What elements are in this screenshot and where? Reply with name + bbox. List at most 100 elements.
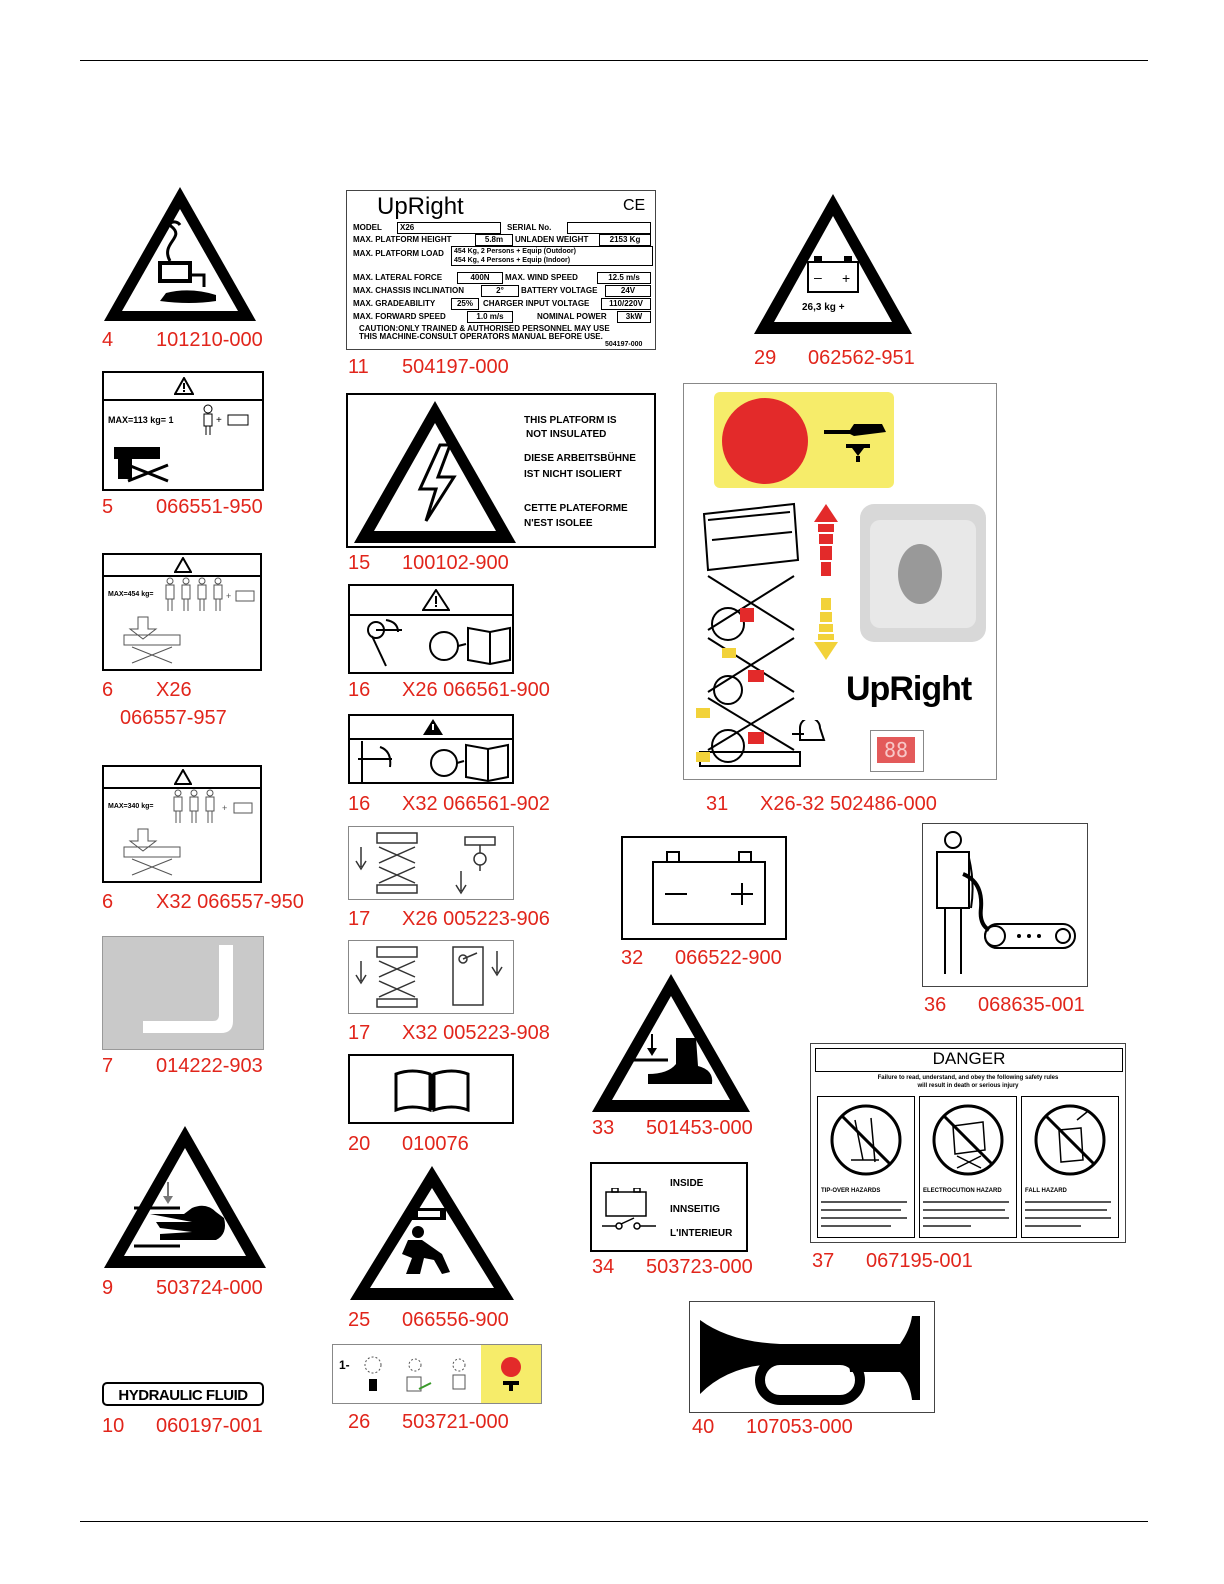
svg-text:–: – <box>814 269 822 285</box>
speed-label: MAX. FORWARD SPEED <box>353 312 446 321</box>
decal-36-lanyard <box>922 823 1088 987</box>
fork-shape <box>143 945 233 1033</box>
serial-value <box>567 222 651 234</box>
warning-icon <box>174 377 194 395</box>
electrocution-panel <box>919 1096 1017 1238</box>
warning-icon <box>174 557 192 573</box>
insulation-de-1: DIESE ARBEITSBÜHNE <box>524 453 636 464</box>
decal-25-crush-hazard <box>346 1162 518 1304</box>
acid-hazard-icon <box>104 187 256 321</box>
model-label: MODEL <box>353 223 382 232</box>
decal-16-x32-manual-lowering <box>348 714 514 784</box>
insulation-de-2: IST NICHT ISOLIERT <box>524 469 622 480</box>
electrocution-heading: ELECTROCUTION HAZARD <box>923 1188 1002 1194</box>
lateral-value: 400N <box>457 272 503 284</box>
tip-over-panel <box>817 1096 915 1238</box>
max-load-text: MAX=113 kg= 1 <box>108 415 174 425</box>
harness-anchor-icon <box>936 831 1076 974</box>
joystick-icon <box>898 544 942 604</box>
scissor-lift-icon <box>696 502 801 767</box>
pull-estop-icon <box>824 424 886 462</box>
insulation-fr-1: CETTE PLATEFORME <box>524 503 628 514</box>
decal-6-x26-capacity: MAX=454 kg= + <box>102 553 262 671</box>
decal-11-serial-plate: UpRight CE MODEL X26 SERIAL No. MAX. PLA… <box>346 190 656 350</box>
max-load-text: MAX=454 kg= <box>108 591 154 598</box>
height-label: MAX. PLATFORM HEIGHT <box>353 235 452 244</box>
crush-hazard-icon <box>350 1166 514 1300</box>
decal-10-hydraulic-fluid: HYDRAULIC FLUID <box>102 1382 264 1406</box>
decal-9-hand-crush <box>100 1122 270 1272</box>
decal-17-x26-lowering <box>348 826 514 900</box>
caution-line-2: THIS MACHINE-CONSULT OPERATORS MANUAL BE… <box>359 332 603 341</box>
battery-weight-text: 26,3 kg + <box>802 302 845 313</box>
svg-text:+: + <box>842 270 850 286</box>
decal-37-danger: DANGER Failure to read, understand, and … <box>810 1043 1126 1243</box>
decal-20-manual <box>348 1054 514 1124</box>
model-value: X26 <box>397 222 501 234</box>
caution-line-1: CAUTION:ONLY TRAINED & AUTHORISED PERSON… <box>359 324 610 333</box>
hydraulic-fluid-text: HYDRAULIC FLUID <box>118 1387 248 1404</box>
svg-text:+: + <box>222 803 227 813</box>
weight-label: UNLADEN WEIGHT <box>515 235 589 244</box>
svg-text:+: + <box>226 591 231 601</box>
estop-button-icon <box>722 398 808 484</box>
serial-label: SERIAL No. <box>507 223 552 232</box>
manual-book-icon <box>394 1069 470 1113</box>
brand-logo: UpRight <box>846 670 972 708</box>
decal-17-x32-lowering <box>348 940 514 1014</box>
wind-value: 12.5 m/s <box>597 272 651 284</box>
warning-icon <box>174 769 192 785</box>
ce-mark: CE <box>623 197 646 214</box>
decal-4-acid-warning <box>100 183 260 325</box>
svg-text:+: + <box>216 415 222 426</box>
four-person-capacity-icon: + <box>123 577 255 664</box>
incl-value: 2° <box>481 285 519 297</box>
inside-en: INSIDE <box>670 1178 704 1189</box>
load-values: 454 Kg, 2 Persons + Equip (Outdoor)454 K… <box>451 246 653 266</box>
battery-weight-icon: – + <box>754 194 912 334</box>
plate-part-number: 504197-000 <box>605 341 643 348</box>
decal-6-x26-label-2: 066557-957 <box>120 707 227 729</box>
danger-header: DANGER <box>815 1048 1123 1072</box>
inside-fr: L'INTERIEUR <box>670 1228 733 1239</box>
decal-29-battery-weight: – + 26,3 kg + <box>750 190 916 338</box>
prohibition-icons <box>830 1104 1106 1176</box>
decal-7-fork <box>102 936 264 1050</box>
decal-32-battery <box>621 836 787 940</box>
fall-panel <box>1021 1096 1119 1238</box>
hand-crush-icon <box>104 1126 266 1268</box>
horn-icon <box>700 1316 920 1405</box>
electrical-hazard-icon <box>354 401 516 543</box>
insulation-en-1: THIS PLATFORM IS <box>524 415 617 426</box>
digit-display: 88 <box>877 737 915 763</box>
danger-title: DANGER <box>932 1049 1006 1068</box>
plate-brand: UpRight <box>377 193 464 220</box>
foot-crush-icon <box>592 974 750 1112</box>
display-frame: 88 <box>870 730 924 772</box>
decal-16-x26-manual-lowering <box>348 584 514 674</box>
danger-subtitle: Failure to read, understand, and obey th… <box>877 1075 1059 1089</box>
height-value: 5.8m <box>475 234 513 246</box>
decal-15-not-insulated: THIS PLATFORM IS NOT INSULATED DIESE ARB… <box>346 393 656 548</box>
max-load-text: MAX=340 kg= <box>108 803 154 810</box>
load-label: MAX. PLATFORM LOAD <box>353 249 444 258</box>
fall-heading: FALL HAZARD <box>1025 1188 1067 1194</box>
wind-label: MAX. WIND SPEED <box>505 273 578 282</box>
grade-value: 25% <box>451 298 479 310</box>
power-label: NOMINAL POWER <box>537 312 607 321</box>
decal-26-control-strip: 1- <box>332 1344 542 1404</box>
battery-label: BATTERY VOLTAGE <box>521 286 598 295</box>
